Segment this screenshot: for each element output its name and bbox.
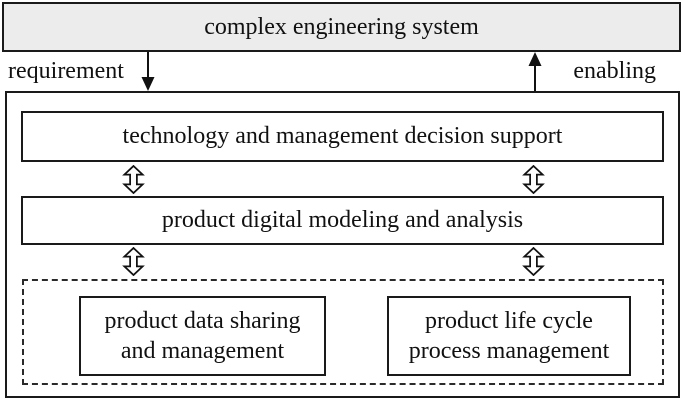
digital-modeling-box: product digital modeling and analysis bbox=[21, 196, 664, 245]
decision-support-box: technology and management decision suppo… bbox=[21, 111, 664, 162]
data-management-group-box: product data sharing and management prod… bbox=[22, 279, 664, 385]
complex-engineering-system-box: complex engineering system bbox=[2, 2, 681, 52]
life-cycle-label-line1: product life cycle bbox=[425, 308, 593, 334]
data-sharing-box: product data sharing and management bbox=[79, 296, 326, 376]
double-arrow-icon bbox=[522, 247, 545, 276]
requirement-label: requirement bbox=[8, 58, 124, 84]
enabling-up-arrow-icon bbox=[528, 52, 542, 91]
life-cycle-label-line2: process management bbox=[408, 338, 610, 364]
double-arrow-icon bbox=[122, 247, 145, 276]
complex-engineering-system-label: complex engineering system bbox=[204, 13, 479, 40]
life-cycle-box: product life cycle process management bbox=[387, 296, 631, 376]
data-sharing-label-line2: and management bbox=[120, 338, 285, 364]
enabling-label: enabling bbox=[573, 58, 656, 84]
double-arrow-icon bbox=[522, 165, 545, 194]
decision-support-label: technology and management decision suppo… bbox=[122, 123, 563, 149]
data-sharing-label-line1: product data sharing bbox=[104, 308, 301, 334]
double-arrow-icon bbox=[122, 165, 145, 194]
digital-modeling-label: product digital modeling and analysis bbox=[161, 207, 524, 233]
system-frame-box: technology and management decision suppo… bbox=[5, 91, 680, 398]
requirement-down-arrow-icon bbox=[141, 52, 155, 91]
